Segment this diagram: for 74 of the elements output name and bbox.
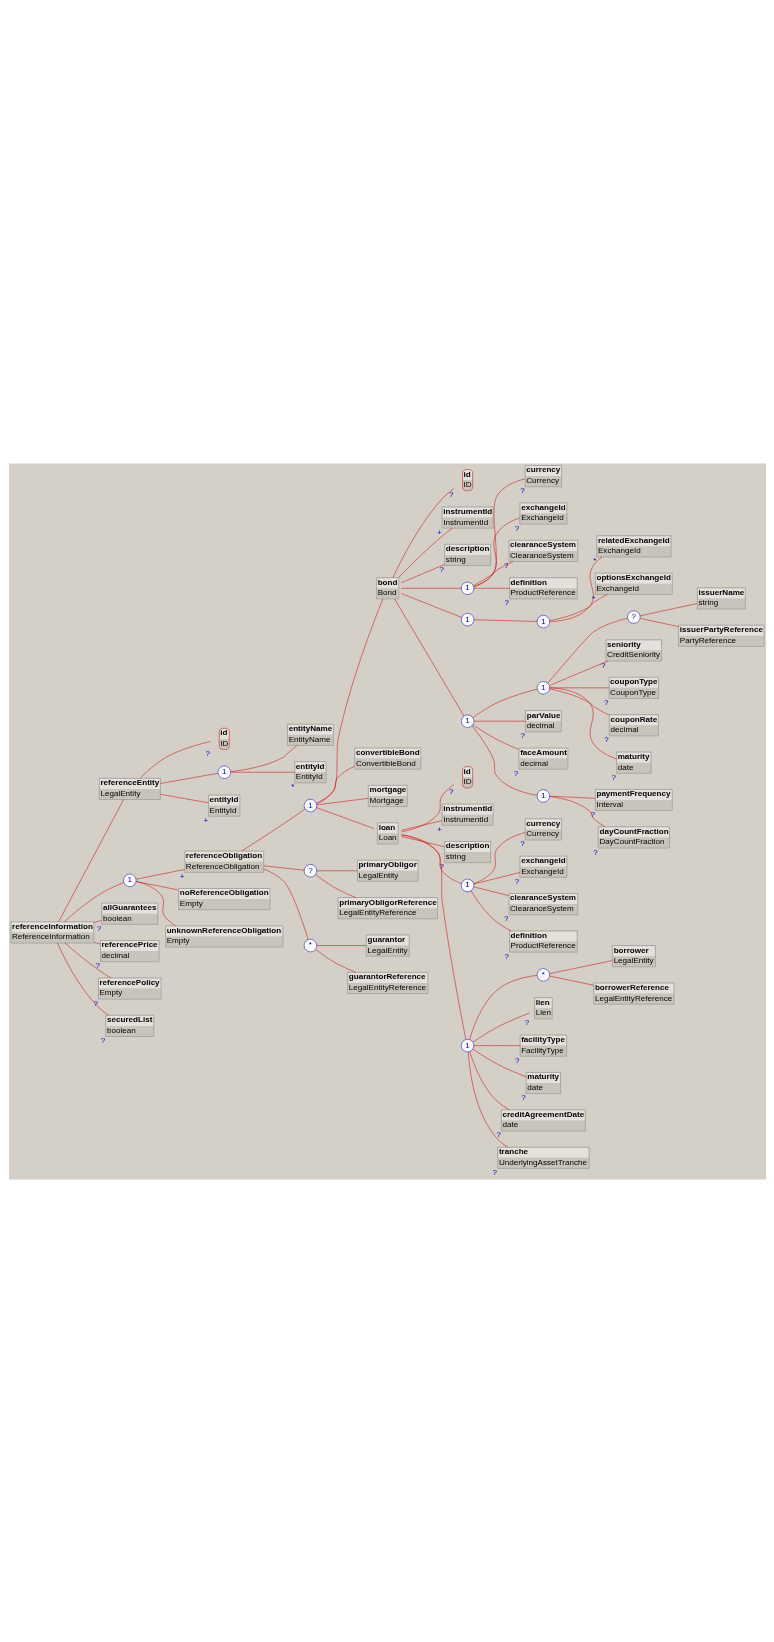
connector bbox=[473, 478, 525, 587]
node-label: ? bbox=[503, 913, 508, 923]
connector bbox=[548, 688, 609, 715]
node-circle: 1 bbox=[460, 581, 474, 595]
node-label: ? bbox=[592, 847, 598, 856]
node-label: ? bbox=[439, 564, 444, 574]
connector bbox=[549, 556, 602, 622]
node-circle: 1 bbox=[536, 680, 550, 694]
node-label: ? bbox=[492, 1167, 497, 1177]
node-label: ? bbox=[520, 1092, 526, 1102]
node-label: ? bbox=[514, 523, 519, 533]
node-label: ? bbox=[94, 960, 100, 970]
connector bbox=[315, 765, 355, 803]
connector bbox=[400, 783, 454, 832]
connector bbox=[135, 880, 179, 890]
node-label: ? bbox=[603, 734, 609, 744]
connector bbox=[472, 560, 513, 586]
node-label: ? bbox=[439, 861, 444, 871]
node-circle: 1 bbox=[303, 798, 317, 812]
node-circle: 1 bbox=[460, 1038, 474, 1052]
connector bbox=[473, 587, 510, 589]
connector bbox=[315, 598, 383, 804]
connector bbox=[135, 868, 185, 879]
connector bbox=[316, 797, 369, 805]
node-label: ? bbox=[519, 838, 525, 848]
connector bbox=[473, 871, 520, 884]
node-label: * bbox=[592, 555, 596, 565]
node-label: ? bbox=[205, 748, 210, 758]
node-label: ? bbox=[603, 697, 609, 707]
node-label: ? bbox=[519, 485, 525, 495]
connector bbox=[400, 819, 442, 830]
node-label: ? bbox=[495, 1129, 501, 1139]
node-circle: * bbox=[303, 938, 317, 952]
node-label: ? bbox=[514, 1055, 520, 1065]
node-label: ? bbox=[519, 730, 525, 740]
node-label: ? bbox=[96, 923, 101, 933]
connector bbox=[548, 593, 608, 621]
node-label: ? bbox=[448, 786, 453, 796]
node-circle: 1 bbox=[460, 612, 474, 626]
node-circle: 1 bbox=[536, 614, 550, 628]
connector bbox=[135, 880, 176, 926]
node-label: * bbox=[290, 781, 294, 791]
node-circle: * bbox=[536, 967, 550, 981]
node-circle: ? bbox=[303, 863, 317, 877]
node-label: * bbox=[591, 593, 595, 603]
connector bbox=[400, 833, 466, 1040]
node-label: ? bbox=[100, 1035, 105, 1045]
connector bbox=[549, 795, 605, 827]
node-label: + bbox=[203, 815, 208, 825]
connector bbox=[472, 517, 520, 587]
node-label: ? bbox=[600, 660, 606, 670]
node-label: ? bbox=[611, 772, 616, 782]
node-circle: 1 bbox=[460, 878, 474, 892]
node-circle: 1 bbox=[122, 873, 136, 887]
node-label: + bbox=[436, 824, 442, 834]
node-label: ? bbox=[589, 809, 595, 819]
node-label: ? bbox=[524, 1017, 529, 1027]
node-label: ? bbox=[448, 489, 453, 499]
connector bbox=[400, 834, 462, 884]
node-label: + bbox=[179, 871, 185, 881]
node-label: ? bbox=[503, 597, 509, 607]
node-label: ? bbox=[514, 876, 519, 886]
node-circle: 1 bbox=[536, 788, 550, 803]
connector bbox=[549, 687, 617, 759]
connector bbox=[400, 835, 445, 847]
node-label: ? bbox=[92, 998, 98, 1008]
node-circle: 1 bbox=[217, 765, 231, 779]
node-label: ? bbox=[503, 560, 508, 570]
node-label: + bbox=[436, 527, 442, 537]
node-label: ? bbox=[513, 768, 518, 778]
node-circle: ? bbox=[626, 610, 640, 624]
connector bbox=[473, 831, 525, 884]
node-circle: 1 bbox=[460, 714, 474, 728]
node-label: ? bbox=[503, 951, 509, 961]
